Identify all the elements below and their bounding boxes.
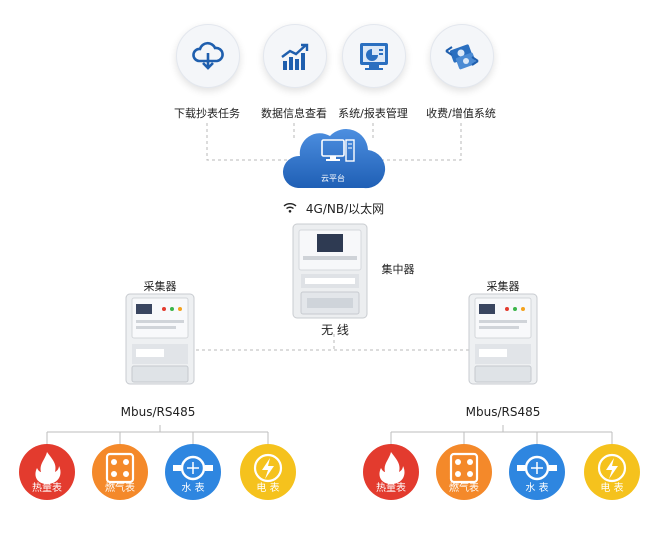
meter-label: 热量表 — [376, 483, 406, 494]
water-meter-icon — [517, 455, 557, 481]
cloud-label: 云平台 — [321, 174, 345, 183]
concentrator-label: 集中器 — [381, 263, 415, 276]
service-label-1: 下载抄表任务 — [174, 107, 240, 120]
meter-label: 电 表 — [256, 483, 280, 494]
meter-electric-right: 电 表 — [584, 444, 640, 500]
cloud-platform: 云平台 — [280, 118, 386, 194]
flame-icon — [35, 452, 61, 484]
meter-label: 水 表 — [525, 483, 549, 494]
lightning-icon — [253, 453, 283, 483]
meter-gas-right: 燃气表 — [436, 444, 492, 500]
collector-device-right — [468, 293, 538, 385]
meter-electric-left: 电 表 — [240, 444, 296, 500]
meter-label: 水 表 — [181, 483, 205, 494]
meter-water-right: 水 表 — [509, 444, 565, 500]
bus-tree-right — [390, 425, 613, 444]
line-service-4 — [382, 123, 462, 161]
meter-label: 燃气表 — [449, 483, 479, 494]
meter-label: 热量表 — [32, 483, 62, 494]
wireless-label: 无 线 — [321, 323, 349, 337]
meter-water-left: 水 表 — [165, 444, 221, 500]
meter-heat-right: 热量表 — [363, 444, 419, 500]
lightning-icon — [597, 453, 627, 483]
meter-gas-left: 燃气表 — [92, 444, 148, 500]
meter-heat-left: 热量表 — [19, 444, 75, 500]
bar-chart-icon — [263, 24, 327, 88]
bus-label-left: Mbus/RS485 — [120, 405, 196, 419]
payment-exchange-icon — [430, 24, 494, 88]
report-monitor-icon — [342, 24, 406, 88]
meter-label: 燃气表 — [105, 483, 135, 494]
water-meter-icon — [173, 455, 213, 481]
collector-label-left: 采集器 — [143, 280, 177, 293]
concentrator-device — [292, 223, 368, 319]
service-label-3: 系统/报表管理 — [338, 107, 408, 120]
collector-device-left — [125, 293, 195, 385]
gas-meter-icon — [105, 452, 135, 484]
flame-icon — [379, 452, 405, 484]
cloud-download-icon — [176, 24, 240, 88]
collector-label-right: 采集器 — [486, 280, 520, 293]
meter-label: 电 表 — [600, 483, 624, 494]
service-label-4: 收费/增值系统 — [426, 107, 496, 120]
bus-label-right: Mbus/RS485 — [465, 405, 541, 419]
bus-tree-left — [46, 425, 269, 444]
service-label-2: 数据信息查看 — [261, 107, 327, 120]
line-service-1 — [206, 123, 290, 161]
network-label: 4G/NB/以太网 — [305, 202, 385, 216]
gas-meter-icon — [449, 452, 479, 484]
cloud-server-icon — [282, 129, 386, 189]
wifi-icon — [283, 203, 297, 213]
